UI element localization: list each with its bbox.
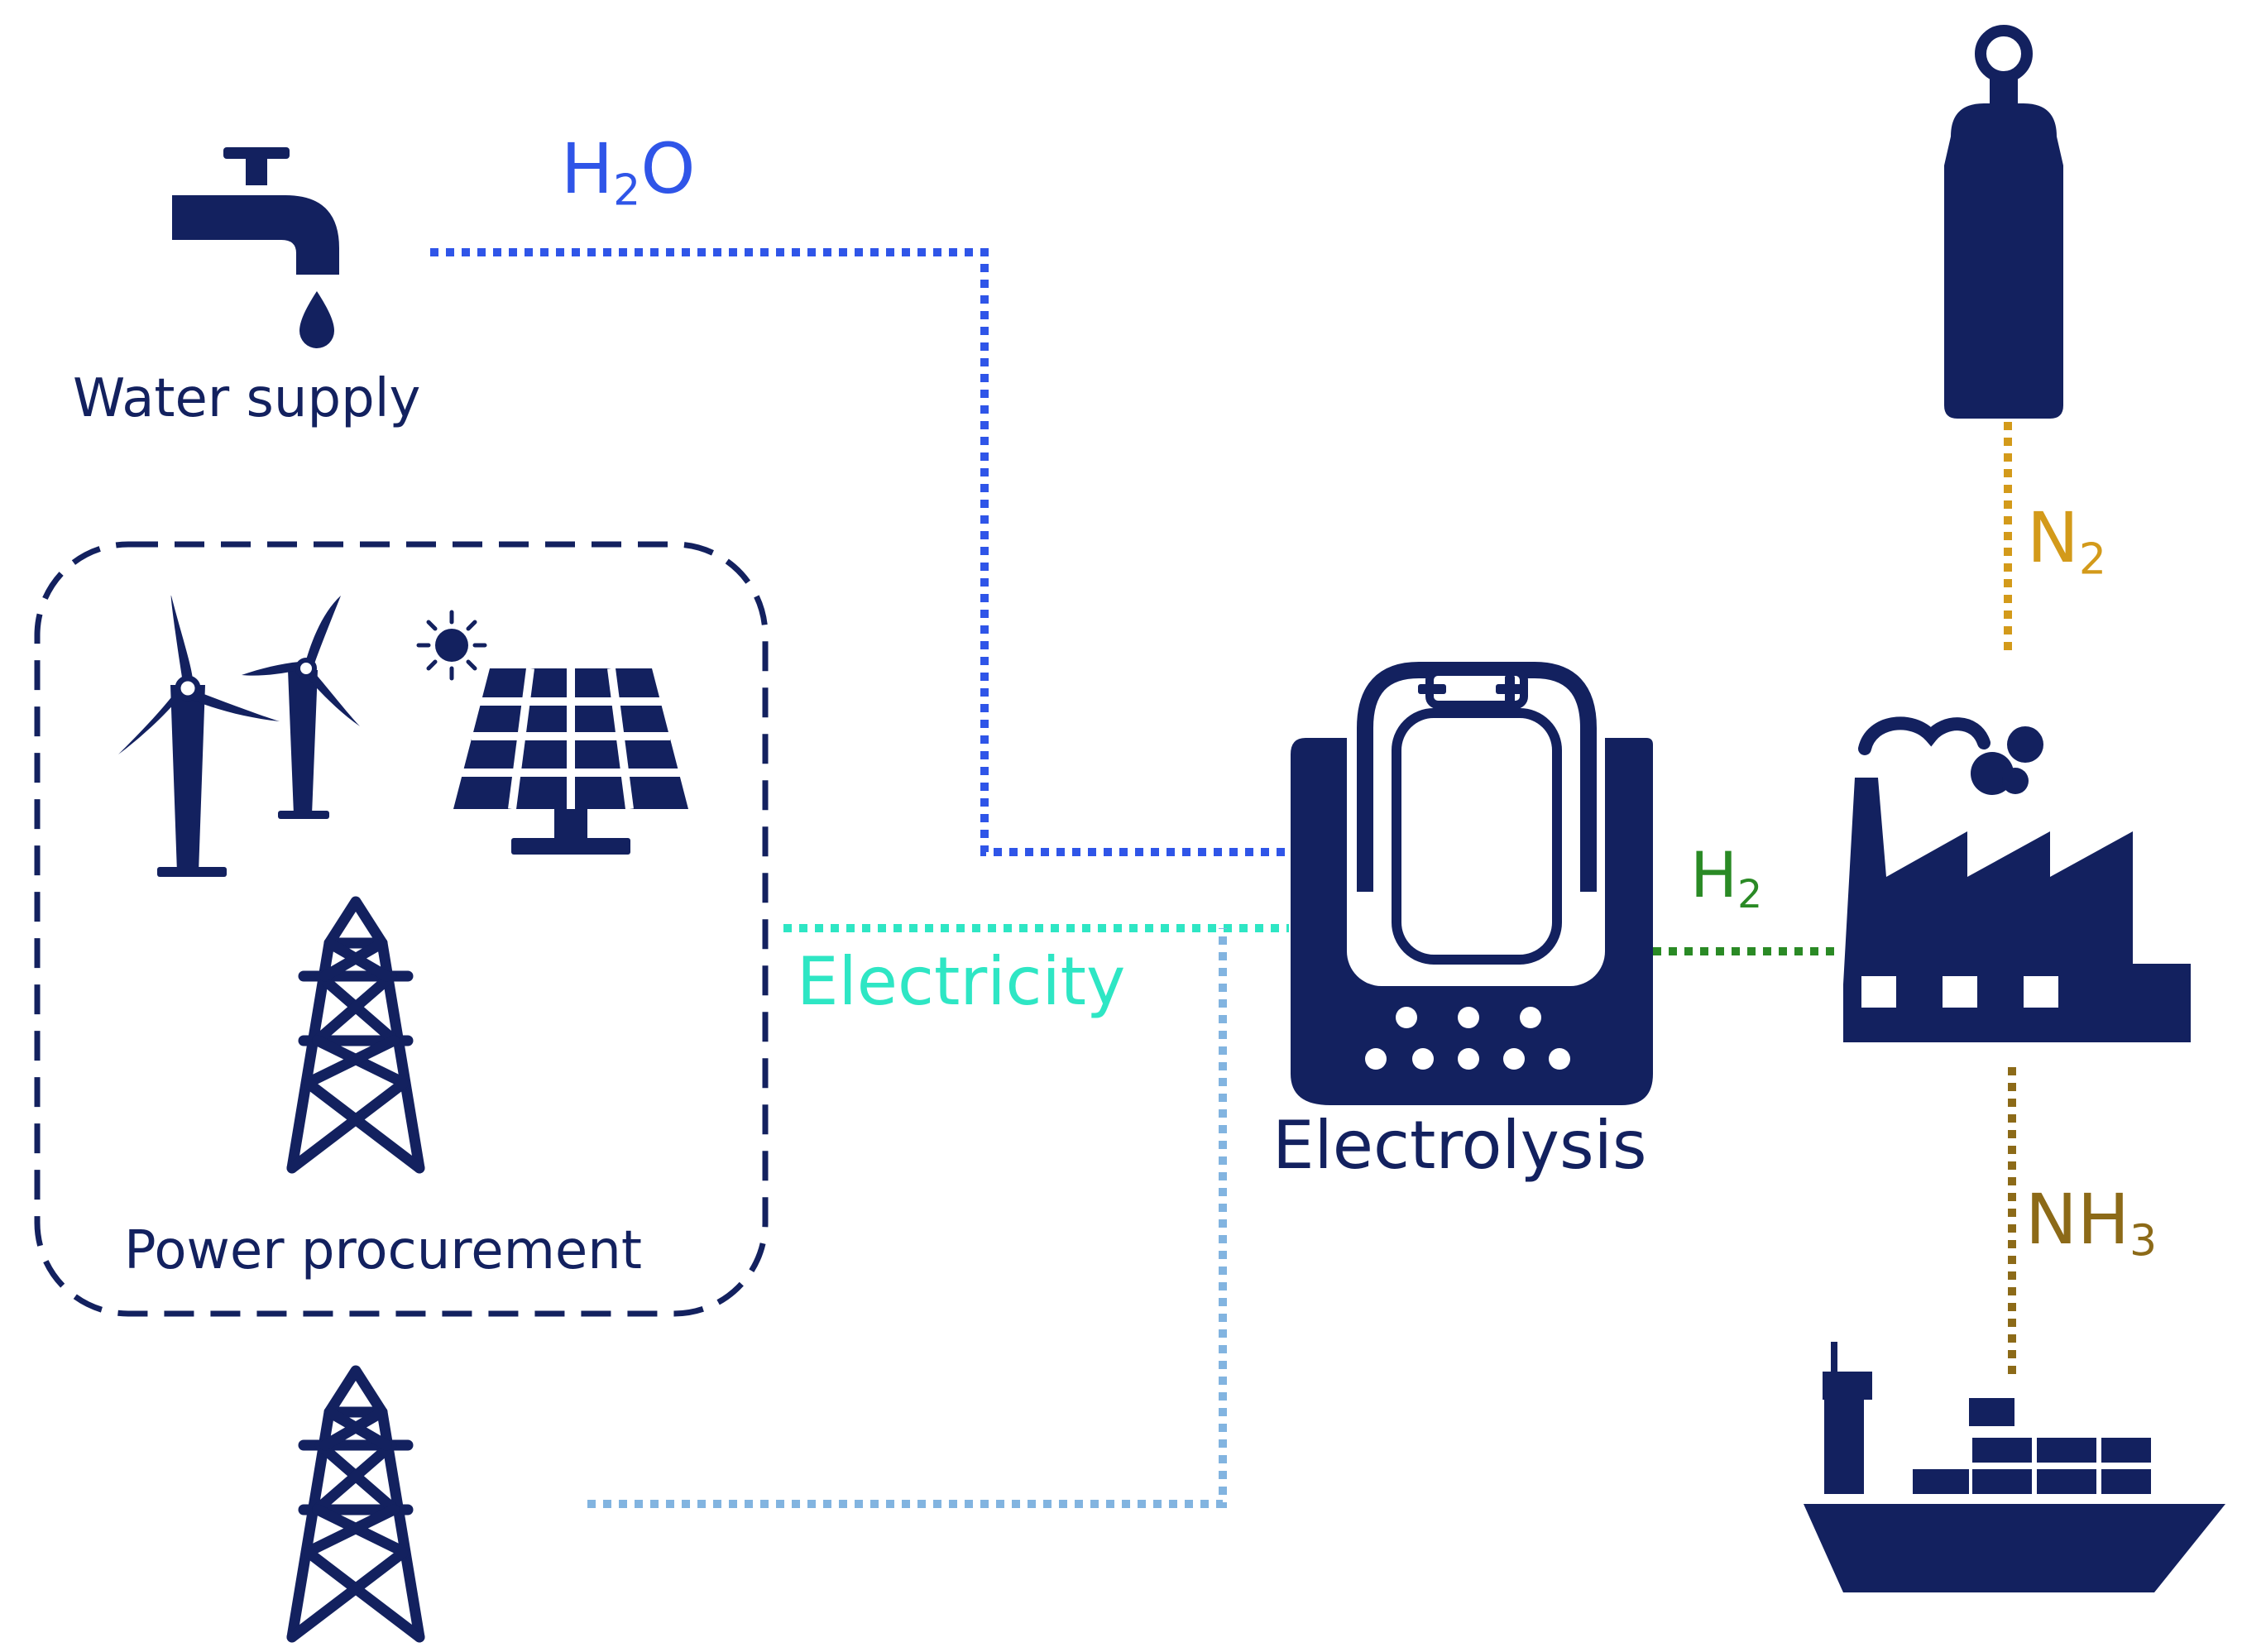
grid-flow-line <box>587 928 1227 1508</box>
container-ship-icon <box>1804 1342 2225 1592</box>
factory-icon <box>1843 716 2191 1042</box>
hydrogen-flow-label: H2 <box>1690 838 1763 918</box>
water-tap-icon <box>172 147 339 348</box>
water-flow-line <box>430 248 1289 856</box>
nitrogen-flow-label: N2 <box>2027 497 2106 585</box>
water-supply-label: Water supply <box>73 368 421 429</box>
electricity-flow-label: Electricity <box>797 943 1126 1020</box>
sun-icon <box>416 610 487 681</box>
gas-cylinder-icon <box>1944 25 2063 419</box>
electrolysis-label: Electrolysis <box>1272 1107 1647 1184</box>
wind-turbine-icon <box>242 596 360 819</box>
power-procurement-label: Power procurement <box>124 1220 642 1281</box>
power-procurement-box <box>34 541 769 1317</box>
wind-turbine-icon <box>118 595 280 877</box>
electrolyzer-icon <box>1291 662 1653 1105</box>
power-pylon-icon <box>292 902 419 1168</box>
ammonia-flow-label: NH3 <box>2025 1179 2158 1267</box>
grid-pylon-icon <box>292 1371 419 1637</box>
solar-panel-icon <box>453 668 688 855</box>
water-flow-label: H2O <box>561 128 696 216</box>
